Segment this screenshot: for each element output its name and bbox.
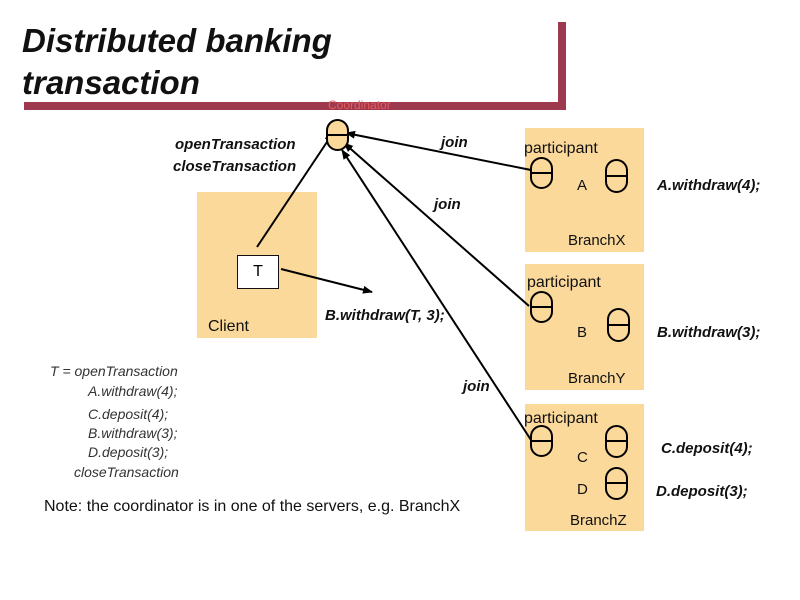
withdraw-call-arrow (280, 268, 373, 294)
code-line-5: D.deposit(3); (88, 444, 169, 460)
branch-z-operation-1: C.deposit(4); (661, 440, 753, 457)
coordinator-label: Coordinator (328, 98, 391, 112)
slide-title-line-2: transaction (22, 64, 200, 101)
slide-title: Distributed banking transaction (22, 20, 332, 104)
account-a-object-icon (605, 159, 628, 193)
participant-object-icon-z (530, 425, 553, 457)
account-a-label: A (577, 177, 588, 194)
open-close-arrow (256, 132, 334, 248)
join-label-y: join (434, 196, 461, 213)
branch-x-operation: A.withdraw(4); (657, 177, 761, 194)
join-arrow-x (345, 130, 532, 171)
account-c-label: C (577, 449, 588, 466)
title-side-bar (558, 22, 566, 110)
coordinator-object-icon (326, 119, 349, 151)
branch-y-name: BranchY (568, 370, 626, 387)
slide-title-line-1: Distributed banking (22, 22, 332, 59)
participant-object-icon-x (530, 157, 553, 189)
branch-y-operation: B.withdraw(3); (657, 324, 761, 341)
branch-x-name: BranchX (568, 232, 626, 249)
client-call-label: B.withdraw(T, 3); (325, 307, 445, 324)
transaction-box: T (237, 255, 279, 289)
join-arrow-y (343, 142, 530, 307)
client-label: Client (208, 318, 249, 335)
branch-y-role: participant (527, 274, 601, 291)
join-arrow-z (341, 149, 532, 441)
branch-x-role: participant (524, 140, 598, 157)
branch-y-box (525, 264, 644, 390)
account-d-object-icon (605, 467, 628, 500)
code-line-6: closeTransaction (74, 464, 179, 480)
code-line-3: C.deposit(4); (88, 406, 169, 422)
code-line-1: T = openTransaction (50, 363, 178, 379)
account-d-label: D (577, 481, 588, 498)
title-underline-bar (24, 102, 566, 110)
branch-z-role: participant (524, 410, 598, 427)
account-b-object-icon (607, 308, 630, 342)
coordinator-note: Note: the coordinator is in one of the s… (44, 498, 461, 515)
branch-z-operation-2: D.deposit(3); (656, 483, 748, 500)
code-line-2: A.withdraw(4); (88, 383, 178, 399)
account-b-label: B (577, 324, 588, 341)
join-label-z: join (463, 378, 490, 395)
join-label-x: join (441, 134, 468, 151)
code-line-4: B.withdraw(3); (88, 425, 178, 441)
branch-z-box (525, 404, 644, 531)
account-c-object-icon (605, 425, 628, 458)
participant-object-icon-y (530, 291, 553, 323)
branch-z-name: BranchZ (570, 512, 627, 529)
open-transaction-label: openTransaction (175, 136, 296, 153)
close-transaction-label: closeTransaction (173, 158, 297, 175)
